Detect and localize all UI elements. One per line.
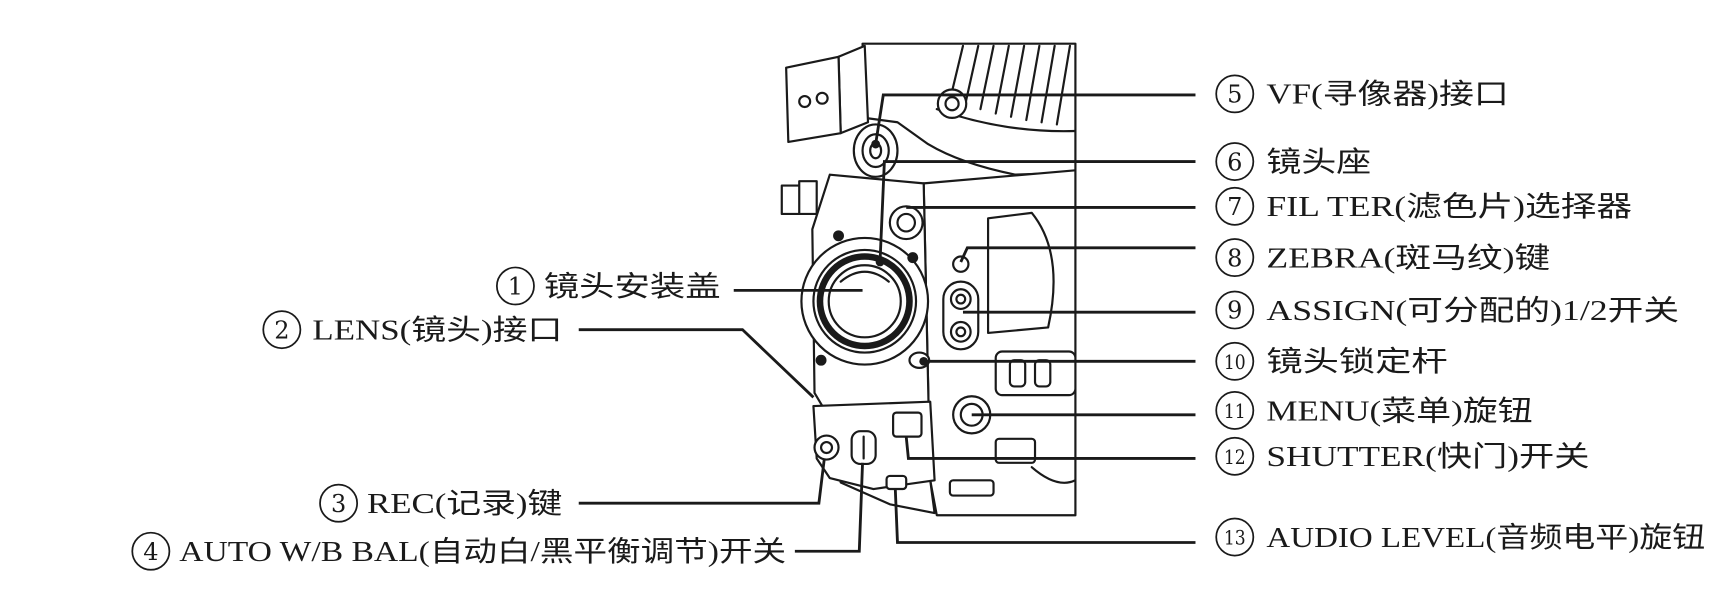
callout-13: 13 AUDIO LEVEL(音频电平)旋钮 bbox=[893, 488, 1705, 557]
bracket-hole bbox=[815, 91, 829, 105]
top-knob-cap bbox=[944, 96, 960, 112]
callout-number: 8 bbox=[1227, 244, 1242, 272]
callout-label: AUTO W/B BAL(自动白/黑平衡调节)开关 bbox=[179, 536, 786, 568]
callout-number-circle bbox=[1215, 391, 1255, 430]
side-clip-tab bbox=[798, 180, 818, 216]
callout-7: 7 FIL TER(滤色片)选择器 bbox=[906, 186, 1632, 226]
leader-end-dot bbox=[871, 139, 881, 149]
callout-number: 4 bbox=[143, 538, 158, 566]
assign-button-2-center bbox=[955, 326, 967, 338]
callout-number-circle bbox=[1215, 238, 1255, 278]
lens-mount-bayonet bbox=[816, 253, 913, 350]
callout-number: 7 bbox=[1227, 193, 1242, 221]
grip-ridge bbox=[1025, 44, 1041, 122]
grip-ridge bbox=[1055, 44, 1072, 126]
leader-line bbox=[578, 458, 826, 505]
callout-number: 11 bbox=[1224, 400, 1246, 423]
callout-number-circle bbox=[319, 483, 359, 523]
control-panel-switch bbox=[1033, 359, 1052, 388]
callout-label: 镜头座 bbox=[1266, 146, 1371, 178]
callout-number: 6 bbox=[1227, 148, 1242, 176]
lower-side-panel bbox=[994, 437, 1037, 464]
lens-mount-cover bbox=[827, 264, 902, 339]
callout-label: 镜头锁定杆 bbox=[1266, 346, 1447, 378]
callout-11: 11 MENU(菜单)旋钮 bbox=[971, 391, 1533, 430]
callout-6: 6 镜头座 bbox=[875, 142, 1371, 267]
mount-screw bbox=[815, 354, 827, 366]
callout-number: 9 bbox=[1227, 297, 1242, 325]
viewfinder-bracket bbox=[785, 55, 842, 143]
lens-mount-cover-edge bbox=[839, 270, 890, 283]
callout-label: 镜头安装盖 bbox=[544, 271, 721, 303]
callout-5: 5 VF(寻像器)接口 bbox=[871, 74, 1509, 149]
grip-ridge bbox=[979, 44, 995, 111]
callout-label: SHUTTER(快门)开关 bbox=[1266, 441, 1589, 473]
mount-screw bbox=[907, 252, 919, 264]
viewfinder-mount-block bbox=[837, 44, 870, 135]
leader-line bbox=[959, 246, 1196, 263]
handle-strap-curve bbox=[1030, 466, 1077, 484]
callout-number-circle bbox=[1215, 142, 1255, 181]
callout-2: 2 LENS(镜头)接口 bbox=[262, 310, 815, 399]
leader-end-dot bbox=[919, 356, 929, 366]
camera-foot bbox=[948, 479, 995, 497]
callout-9: 9 ASSIGN(可分配的)1/2开关 bbox=[962, 290, 1679, 330]
callout-number: 1 bbox=[508, 273, 523, 301]
callout-12: 12 SHUTTER(快门)开关 bbox=[904, 436, 1590, 476]
grip-ridge bbox=[1040, 44, 1056, 124]
leader-line bbox=[878, 160, 1196, 263]
callout-label: MENU(菜单)旋钮 bbox=[1266, 395, 1532, 427]
callout-1: 1 镜头安装盖 bbox=[495, 266, 863, 306]
callout-number: 3 bbox=[331, 490, 346, 518]
leader-line bbox=[578, 328, 815, 399]
callout-number: 12 bbox=[1224, 446, 1246, 469]
callout-number-circle bbox=[1215, 517, 1255, 557]
callout-label: REC(记录)键 bbox=[367, 488, 562, 520]
leader-line bbox=[893, 488, 1196, 544]
filter-knob-cap bbox=[896, 212, 917, 233]
callout-number: 5 bbox=[1227, 81, 1242, 109]
shutter-switch-recess bbox=[892, 411, 923, 438]
callout-number-circle bbox=[1215, 74, 1255, 114]
callout-label: AUDIO LEVEL(音频电平)旋钮 bbox=[1266, 522, 1705, 554]
callout-number-circle bbox=[495, 266, 535, 306]
callout-label: LENS(镜头)接口 bbox=[312, 314, 562, 346]
mount-screw bbox=[833, 230, 844, 242]
side-recess-panel bbox=[986, 211, 1055, 335]
callout-number-circle bbox=[262, 310, 302, 350]
callout-label: ZEBRA(斑马纹)键 bbox=[1266, 242, 1550, 274]
grip-ridge bbox=[1009, 44, 1026, 118]
callout-number-circle bbox=[1215, 341, 1255, 381]
zebra-button bbox=[952, 255, 970, 273]
callout-number: 2 bbox=[274, 316, 289, 344]
handle-grip-ridges bbox=[935, 44, 1077, 133]
callout-number: 10 bbox=[1224, 351, 1246, 374]
callout-label: FIL TER(滤色片)选择器 bbox=[1266, 191, 1632, 223]
rec-button-center bbox=[819, 440, 834, 455]
callout-label: VF(寻像器)接口 bbox=[1266, 79, 1508, 111]
callout-number: 13 bbox=[1224, 527, 1246, 550]
callout-number-circle bbox=[1215, 436, 1255, 476]
grip-ridge bbox=[994, 44, 1010, 115]
callout-number-circle bbox=[1215, 186, 1255, 226]
callout-8: 8 ZEBRA(斑马纹)键 bbox=[959, 238, 1550, 278]
bracket-hole bbox=[798, 94, 812, 109]
camera-illustration bbox=[780, 42, 1077, 517]
leader-line bbox=[794, 462, 864, 553]
callout-4: 4 AUTO W/B BAL(自动白/黑平衡调节)开关 bbox=[131, 462, 864, 571]
callout-number-circle bbox=[131, 531, 171, 571]
callout-3: 3 REC(记录)键 bbox=[319, 458, 826, 523]
leader-line bbox=[904, 436, 1196, 460]
leader-line bbox=[874, 93, 1196, 145]
audio-level-knob bbox=[885, 474, 908, 491]
callout-label: ASSIGN(可分配的)1/2开关 bbox=[1266, 295, 1679, 327]
assign-button-1-center bbox=[955, 293, 967, 305]
callout-10: 10 镜头锁定杆 bbox=[919, 341, 1448, 381]
callout-number-circle bbox=[1215, 290, 1255, 330]
control-panel-switch bbox=[1008, 359, 1027, 388]
leader-end-dot bbox=[875, 257, 885, 267]
